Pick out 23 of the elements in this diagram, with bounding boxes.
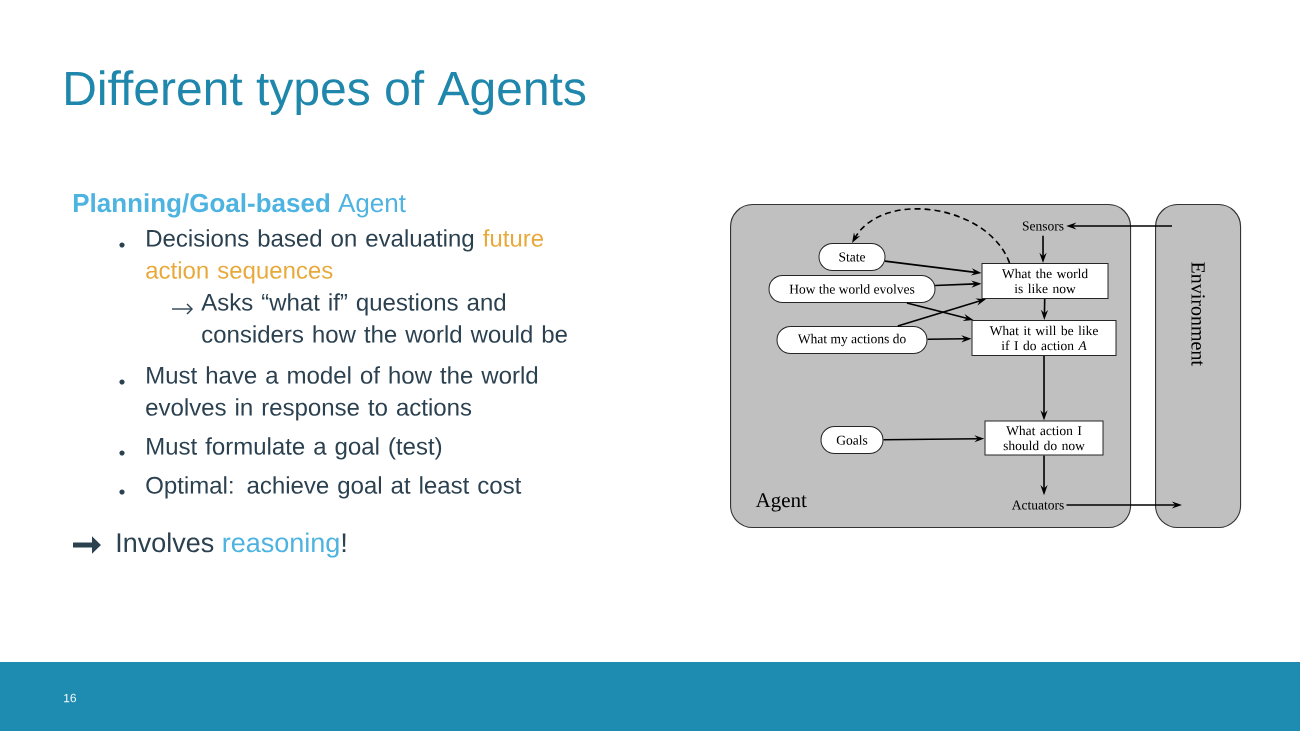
rounded-box: What my actions do	[776, 326, 928, 354]
bullet-text: Optimal: achieve goal at least cost	[146, 476, 522, 499]
page-number: 16	[64, 693, 76, 703]
process-box: What action I should do now	[984, 420, 1104, 456]
node-label: Sensors	[1022, 221, 1064, 231]
bullet-text: Must have a model of how the world evolves in response to actions	[146, 366, 538, 421]
bullet-text: Asks “what if” questions and considers how the world would be	[201, 293, 567, 343]
label: future	[483, 229, 544, 247]
heading: Planning/Goal-based Agent	[73, 193, 406, 218]
rounded-box: Goals	[820, 426, 884, 454]
label: Decisions based on evaluating	[147, 229, 474, 252]
label: action sequences	[146, 261, 333, 284]
arrow	[852, 208, 1011, 264]
conclusion-text: Involves reasoning!	[117, 532, 346, 558]
slide-title: Different types of Agents	[66, 70, 586, 115]
process-box: What the world is like now	[981, 263, 1109, 299]
environment-panel: Environment	[1155, 204, 1242, 529]
node-label: Actuators	[1011, 500, 1064, 510]
rounded-box: State	[818, 243, 886, 271]
process-box: What it will be like if I do action A	[971, 320, 1117, 356]
bullet-text: Must formulate a goal (test)	[147, 437, 442, 460]
rounded-box: How the world evolves	[768, 275, 936, 303]
bullet-text: Decisions based on evaluating future action sequences	[146, 229, 544, 284]
